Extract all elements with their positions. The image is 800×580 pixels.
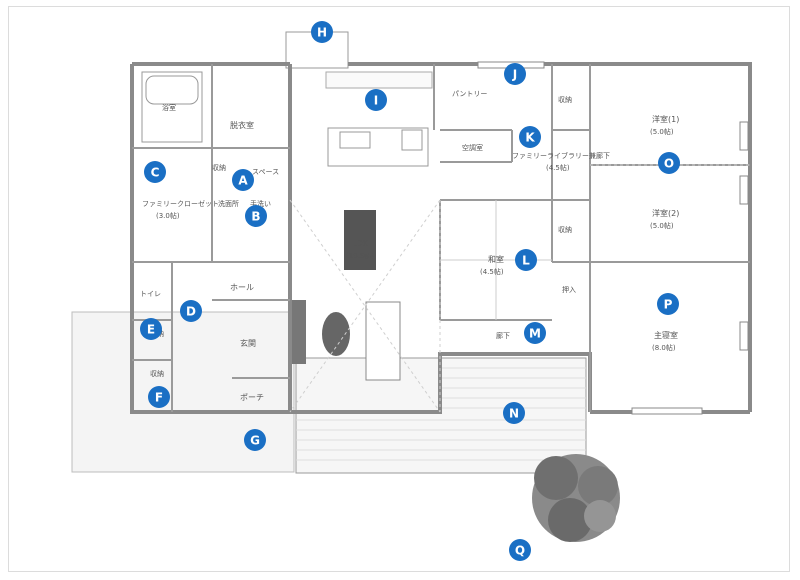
label-pantry: パントリー bbox=[452, 90, 487, 98]
marker-label: A bbox=[238, 174, 248, 188]
label-family-closet: ファミリークローゼット bbox=[142, 199, 219, 208]
cooktop bbox=[401, 129, 423, 151]
marker-k: K bbox=[519, 126, 541, 148]
sofa bbox=[365, 301, 401, 381]
label-family-library: ファミリーライブラリー兼廊下 bbox=[512, 151, 610, 160]
marker-label: H bbox=[317, 26, 327, 40]
marker-circle bbox=[311, 21, 333, 43]
marker-circle bbox=[244, 429, 266, 451]
marker-c: C bbox=[144, 161, 166, 183]
marker-o: O bbox=[658, 152, 680, 174]
marker-d: D bbox=[180, 300, 202, 322]
bathtub-area bbox=[141, 71, 203, 143]
marker-label: I bbox=[374, 94, 378, 108]
marker-label: G bbox=[250, 434, 260, 448]
marker-label: M bbox=[529, 327, 541, 341]
marker-label: O bbox=[664, 157, 674, 171]
label-laundry: 洗面所 bbox=[218, 199, 239, 208]
marker-a: A bbox=[232, 169, 254, 191]
marker-circle bbox=[148, 386, 170, 408]
label-oshiire: 押入 bbox=[562, 285, 576, 294]
marker-n: N bbox=[503, 402, 525, 424]
marker-e: E bbox=[140, 318, 162, 340]
label-closet1: 収納 bbox=[558, 95, 572, 104]
label-western1-size: (5.0帖) bbox=[650, 127, 674, 136]
tv-board bbox=[292, 300, 306, 364]
marker-label: L bbox=[522, 254, 530, 268]
kitchen-counter bbox=[325, 71, 433, 89]
label-space: スペース bbox=[252, 168, 279, 176]
kitchen-sink bbox=[339, 131, 371, 149]
label-shoe-storage: 収納 bbox=[150, 369, 164, 378]
markers: A B C D E F G H I J K L M N O P Q bbox=[140, 21, 680, 561]
marker-b: B bbox=[245, 205, 267, 227]
label-utility: 収納 bbox=[212, 163, 226, 172]
label-hand-wash: 手洗い bbox=[250, 199, 271, 208]
label-master: 主寝室 bbox=[654, 330, 678, 340]
marker-circle bbox=[524, 322, 546, 344]
label-ldk-size: (18.5帖) bbox=[346, 251, 374, 260]
label-family-closet-size: (3.0帖) bbox=[156, 211, 180, 220]
label-aircon: 空調室 bbox=[462, 143, 483, 152]
label-closet2: 収納 bbox=[558, 225, 572, 234]
marker-label: F bbox=[155, 391, 163, 405]
marker-label: K bbox=[525, 131, 535, 145]
marker-circle bbox=[503, 402, 525, 424]
marker-label: N bbox=[509, 407, 519, 421]
kitchen-island bbox=[327, 127, 429, 167]
marker-circle bbox=[140, 318, 162, 340]
tree bbox=[532, 454, 620, 542]
label-master-size: (8.0帖) bbox=[652, 343, 676, 352]
marker-label: P bbox=[664, 298, 673, 312]
label-porch: ポーチ bbox=[240, 393, 264, 402]
marker-label: B bbox=[251, 210, 260, 224]
marker-circle bbox=[232, 169, 254, 191]
label-western1: 洋室(1) bbox=[652, 114, 679, 124]
bathtub bbox=[145, 75, 199, 105]
marker-m: M bbox=[524, 322, 546, 344]
label-japanese: 和室 bbox=[488, 254, 504, 264]
label-hall: ホール bbox=[230, 283, 254, 292]
label-dressing: 脱衣室 bbox=[230, 120, 254, 130]
marker-circle bbox=[519, 126, 541, 148]
marker-label: E bbox=[147, 323, 155, 337]
marker-circle bbox=[658, 152, 680, 174]
label-bath: 浴室 bbox=[162, 103, 176, 112]
marker-i: I bbox=[365, 89, 387, 111]
marker-circle bbox=[245, 205, 267, 227]
label-family-library-size: (4.5帖) bbox=[546, 163, 570, 172]
label-entrance: 玄関 bbox=[240, 338, 256, 348]
dining-table bbox=[344, 210, 376, 270]
label-western2-size: (5.0帖) bbox=[650, 221, 674, 230]
label-ldk: LDK bbox=[352, 239, 369, 248]
label-japanese-size: (4.5帖) bbox=[480, 267, 504, 276]
marker-circle bbox=[657, 293, 679, 315]
marker-circle bbox=[504, 63, 526, 85]
marker-f: F bbox=[148, 386, 170, 408]
label-toilet: トイレ bbox=[140, 290, 161, 298]
marker-g: G bbox=[244, 429, 266, 451]
marker-l: L bbox=[515, 249, 537, 271]
marker-label: D bbox=[186, 305, 196, 319]
ottoman bbox=[322, 312, 350, 356]
marker-circle bbox=[365, 89, 387, 111]
marker-circle bbox=[180, 300, 202, 322]
marker-circle bbox=[515, 249, 537, 271]
marker-label: J bbox=[512, 68, 517, 82]
marker-h: H bbox=[311, 21, 333, 43]
marker-circle bbox=[144, 161, 166, 183]
marker-circle bbox=[509, 539, 531, 561]
marker-p: P bbox=[657, 293, 679, 315]
label-western2: 洋室(2) bbox=[652, 208, 679, 218]
marker-label: C bbox=[151, 166, 160, 180]
marker-q: Q bbox=[509, 539, 531, 561]
label-corridor: 廊下 bbox=[496, 331, 510, 340]
marker-j: J bbox=[504, 63, 526, 85]
marker-label: Q bbox=[515, 544, 525, 558]
